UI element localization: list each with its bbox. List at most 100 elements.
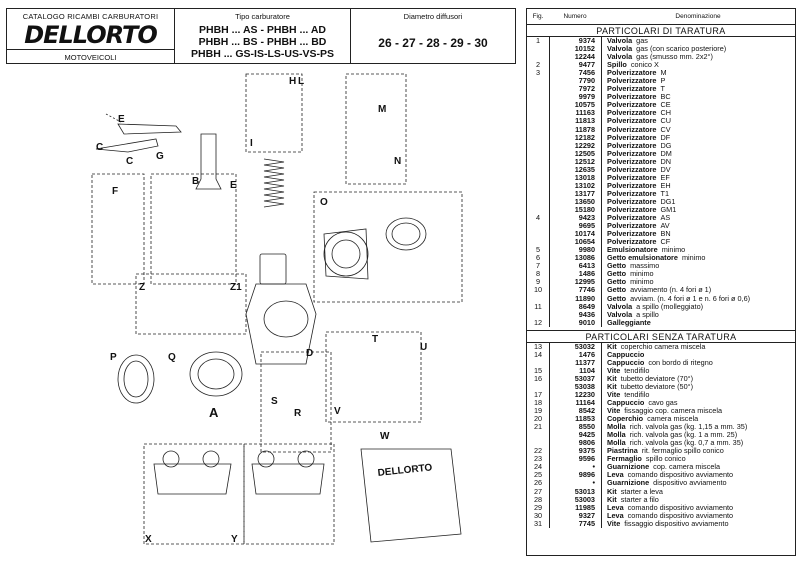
part-name: Polverizzatore xyxy=(607,173,657,182)
part-spec: massimo xyxy=(630,262,660,271)
part-number-cell: 8550 xyxy=(578,422,595,432)
fig-cell: 9 xyxy=(535,277,541,287)
fig-cell xyxy=(527,126,549,134)
part-spec: BN xyxy=(660,230,671,239)
part-number-cell: 11377 xyxy=(575,357,595,367)
part-number-cell: 53037 xyxy=(574,373,595,383)
part-name: Valvola xyxy=(607,310,633,319)
part-spec: fissaggio cop. camera miscela xyxy=(624,407,723,416)
part-spec: gas (con scarico posteriore) xyxy=(636,45,727,54)
table-header: Fig. Numero Denominazione xyxy=(527,9,795,25)
part-spec: BC xyxy=(660,93,671,102)
part-spec: rit. fermaglio spillo conico xyxy=(641,447,724,456)
part-number-cell: 11890 xyxy=(575,293,595,303)
group-label: C xyxy=(126,156,133,167)
fig-cell xyxy=(527,431,549,439)
part-number-cell: 12230 xyxy=(574,389,595,399)
part-number-cell: 9425 xyxy=(578,430,595,440)
part-spec: rich. valvola gas (kg. 1 a mm. 25) xyxy=(629,431,738,440)
part-name: Kit xyxy=(607,382,617,391)
part-number-cell: 10152 xyxy=(574,44,595,54)
fig-cell: 20 xyxy=(533,414,543,424)
part-spec: tendifilo xyxy=(624,390,650,399)
part-name: Polverizzatore xyxy=(607,197,657,206)
part-name: Polverizzatore xyxy=(607,230,657,239)
part-number-cell: 9477 xyxy=(578,60,595,70)
fig-cell xyxy=(527,150,549,158)
part-number-cell: 9327 xyxy=(578,510,595,520)
carburetor-types-block: Tipo carburatore PHBH ... AS - PHBH ... … xyxy=(175,9,351,63)
part-name: Polverizzatore xyxy=(607,157,657,166)
part-spec: DG xyxy=(660,141,672,150)
part-spec: cavo gas xyxy=(648,399,678,408)
part-name: Leva xyxy=(607,503,624,512)
brand-logo: DELLORTO xyxy=(24,21,158,49)
fig-cell: 1 xyxy=(535,36,541,45)
part-number-cell: 7790 xyxy=(578,76,595,86)
group-label: V xyxy=(334,406,341,417)
part-name: Polverizzatore xyxy=(607,222,657,231)
part-name: Galleggiante xyxy=(607,318,651,327)
part-name: Getto emulsionatore xyxy=(607,254,678,263)
fig-cell xyxy=(527,158,549,166)
part-name: Cappuccio xyxy=(607,350,645,359)
part-spec: tendifilo xyxy=(624,366,650,375)
part-name: Polverizzatore xyxy=(607,141,657,150)
group-label: S xyxy=(271,396,278,407)
part-number-cell: 12292 xyxy=(574,140,595,150)
part-number-cell: 11853 xyxy=(575,414,595,424)
part-number-cell: 13018 xyxy=(574,172,595,182)
part-number-cell: 13177 xyxy=(574,188,595,198)
col-num-header: Numero xyxy=(563,13,587,20)
part-spec: spillo conico xyxy=(645,455,686,464)
part-number-cell: 9375 xyxy=(578,446,595,456)
part-number-cell: 11985 xyxy=(575,502,595,512)
part-name: Polverizzatore xyxy=(607,117,657,126)
part-spec: minimo xyxy=(661,246,686,255)
brand-block: CATALOGO RICAMBI CARBURATORI DELLORTO MO… xyxy=(7,9,175,63)
fig-cell xyxy=(527,166,549,174)
part-name: Polverizzatore xyxy=(607,238,657,247)
fig-cell: 2 xyxy=(535,60,541,70)
part-spec: DG1 xyxy=(660,197,676,206)
part-number-cell: 12995 xyxy=(574,277,595,287)
part-spec: P xyxy=(660,77,666,86)
fig-cell: 21 xyxy=(533,422,543,432)
fig-cell xyxy=(527,101,549,109)
part-number-cell: • xyxy=(592,478,595,488)
part-spec: fissaggio dispositivo avviamento xyxy=(624,519,729,528)
